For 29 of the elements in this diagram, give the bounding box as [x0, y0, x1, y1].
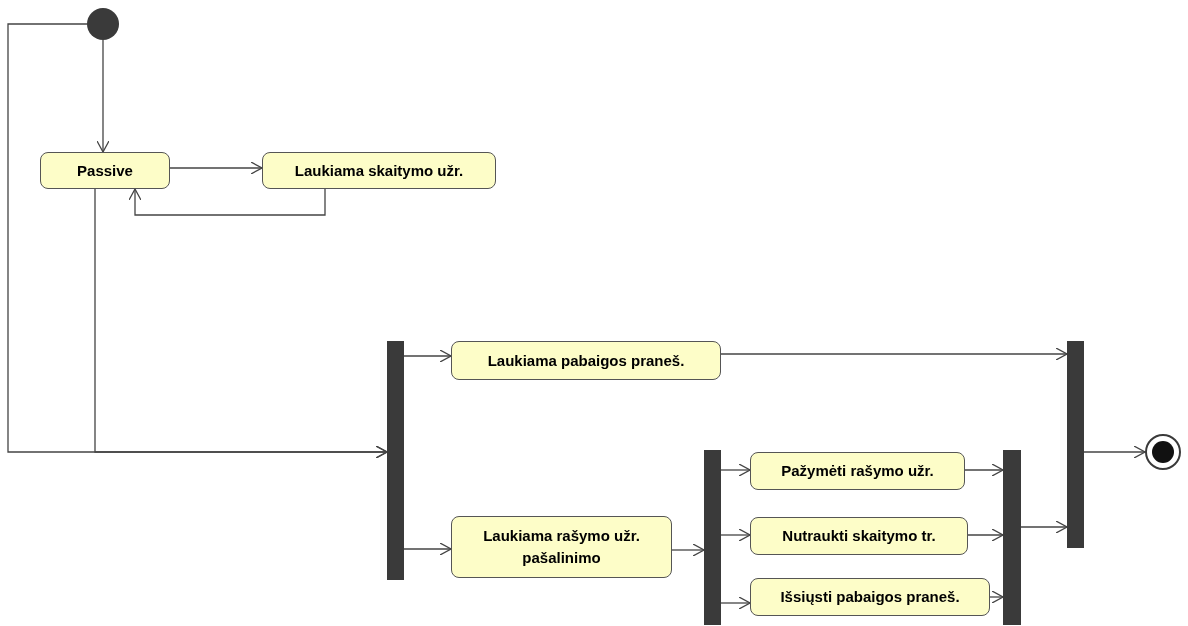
activity-box: Nutraukti skaitymo tr.: [750, 517, 968, 555]
arrow: [128, 188, 326, 216]
arrow: [967, 528, 1004, 542]
arrow: [403, 542, 452, 556]
activity-box: Passive: [40, 152, 170, 189]
arrow: [964, 463, 1004, 477]
activity-box: Išsiųsti pabaigos praneš.: [750, 578, 990, 616]
initial-node: [87, 8, 119, 40]
fork-bar: [704, 450, 721, 625]
arrow: [989, 590, 1004, 604]
activity-box: Laukiama rašymo užr. pašalinimo: [451, 516, 672, 578]
activity-box: Pažymėti rašymo užr.: [750, 452, 965, 490]
arrow: [1020, 520, 1068, 534]
arrow: [720, 596, 751, 610]
arrow: [720, 463, 751, 477]
arrow: [403, 349, 452, 363]
arrow: [169, 161, 263, 175]
activity-box: Laukiama pabaigos praneš.: [451, 341, 721, 380]
activity-box: Laukiama skaitymo užr.: [262, 152, 496, 189]
fork-bar: [387, 341, 404, 580]
arrow: [720, 528, 751, 542]
final-node: [1145, 434, 1181, 470]
arrow: [720, 347, 1068, 361]
fork-bar: [1067, 341, 1084, 548]
fork-bar: [1003, 450, 1021, 625]
arrow: [671, 543, 705, 557]
arrow: [94, 188, 388, 459]
arrow: [96, 39, 110, 153]
arrow: [1083, 445, 1146, 459]
